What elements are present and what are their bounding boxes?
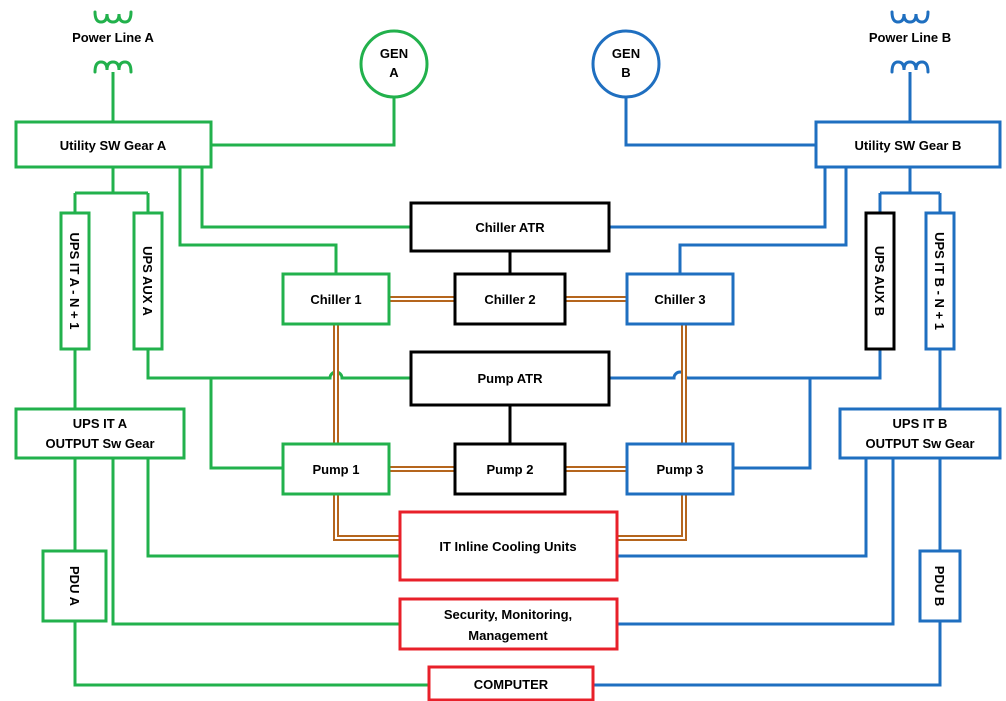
ups-output-gear-a-label-2: OUTPUT Sw Gear xyxy=(45,436,154,451)
generator-a: GEN A xyxy=(359,29,429,99)
it-inline-cooling-units-label: IT Inline Cooling Units xyxy=(439,539,576,554)
utility-switchgear-a-label: Utility SW Gear A xyxy=(60,138,167,153)
pump-1: Pump 1 xyxy=(281,442,391,496)
chiller-1: Chiller 1 xyxy=(281,272,391,326)
pump-atr: Pump ATR xyxy=(409,350,611,407)
pump-3: Pump 3 xyxy=(625,442,735,496)
ups-output-gear-a: UPS IT A OUTPUT Sw Gear xyxy=(14,407,186,460)
cooling-pipe-core xyxy=(335,494,400,539)
cooling-pipe xyxy=(617,494,687,541)
computer: COMPUTER xyxy=(427,665,595,701)
ups-output-gear-b: UPS IT B OUTPUT Sw Gear xyxy=(838,407,1002,460)
pump-2: Pump 2 xyxy=(453,442,567,496)
chiller-atr-label: Chiller ATR xyxy=(475,220,545,235)
cooling-pipes xyxy=(333,296,687,541)
ups-output-gear-b-label-1: UPS IT B xyxy=(893,416,948,431)
security-label-1: Security, Monitoring, xyxy=(444,607,572,622)
cooling-pipe xyxy=(333,494,400,541)
transformer-coil-icon xyxy=(890,10,930,74)
ups-it-a-n1-label: UPS IT A - N + 1 xyxy=(67,233,82,330)
ups-aux-b-label: UPS AUX B xyxy=(872,246,887,316)
power-line-b-label: Power Line B xyxy=(869,30,951,45)
chiller-2: Chiller 2 xyxy=(453,272,567,326)
utility-switchgear-b-label: Utility SW Gear B xyxy=(855,138,962,153)
ups-it-b-n1: UPS IT B - N + 1 xyxy=(924,211,956,351)
utility-switchgear-a: Utility SW Gear A xyxy=(14,120,213,169)
pdu-a: PDU A xyxy=(41,549,108,623)
generator-b: GEN B xyxy=(591,29,661,99)
pump-2-label: Pump 2 xyxy=(487,462,534,477)
pump-3-label: Pump 3 xyxy=(657,462,704,477)
ups-it-b-n1-label: UPS IT B - N + 1 xyxy=(932,232,947,330)
generator-a-label-1: GEN xyxy=(380,46,408,61)
feed-b-wires xyxy=(593,72,942,687)
ups-aux-b: UPS AUX B xyxy=(864,211,896,351)
transformer-coil-icon xyxy=(93,10,133,74)
feed-a-wires xyxy=(73,72,429,687)
pdu-a-label: PDU A xyxy=(67,566,82,607)
chiller-3-label: Chiller 3 xyxy=(654,292,705,307)
pdu-b: PDU B xyxy=(918,549,962,623)
security-label-2: Management xyxy=(468,628,548,643)
ups-output-gear-b-label-2: OUTPUT Sw Gear xyxy=(865,436,974,451)
ups-aux-a: UPS AUX A xyxy=(132,211,164,351)
ups-aux-a-label: UPS AUX A xyxy=(140,246,155,316)
computer-label: COMPUTER xyxy=(474,677,549,692)
pump-atr-label: Pump ATR xyxy=(478,371,544,386)
ups-output-gear-a-label-1: UPS IT A xyxy=(73,416,128,431)
pdu-b-label: PDU B xyxy=(932,566,947,606)
generator-a-label-2: A xyxy=(389,65,399,80)
chiller-atr: Chiller ATR xyxy=(409,201,611,253)
generator-b-label-2: B xyxy=(621,65,630,80)
chiller-1-label: Chiller 1 xyxy=(310,292,361,307)
utility-switchgear-b: Utility SW Gear B xyxy=(814,120,1002,169)
power-line-a-label: Power Line A xyxy=(72,30,154,45)
generator-b-label-1: GEN xyxy=(612,46,640,61)
chiller-2-label: Chiller 2 xyxy=(484,292,535,307)
cooling-pipe-core xyxy=(617,494,685,539)
chiller-3: Chiller 3 xyxy=(625,272,735,326)
it-inline-cooling-units: IT Inline Cooling Units xyxy=(398,510,619,582)
security-monitoring-management: Security, Monitoring, Management xyxy=(398,597,619,651)
ups-it-a-n1: UPS IT A - N + 1 xyxy=(59,211,91,351)
pump-1-label: Pump 1 xyxy=(313,462,360,477)
